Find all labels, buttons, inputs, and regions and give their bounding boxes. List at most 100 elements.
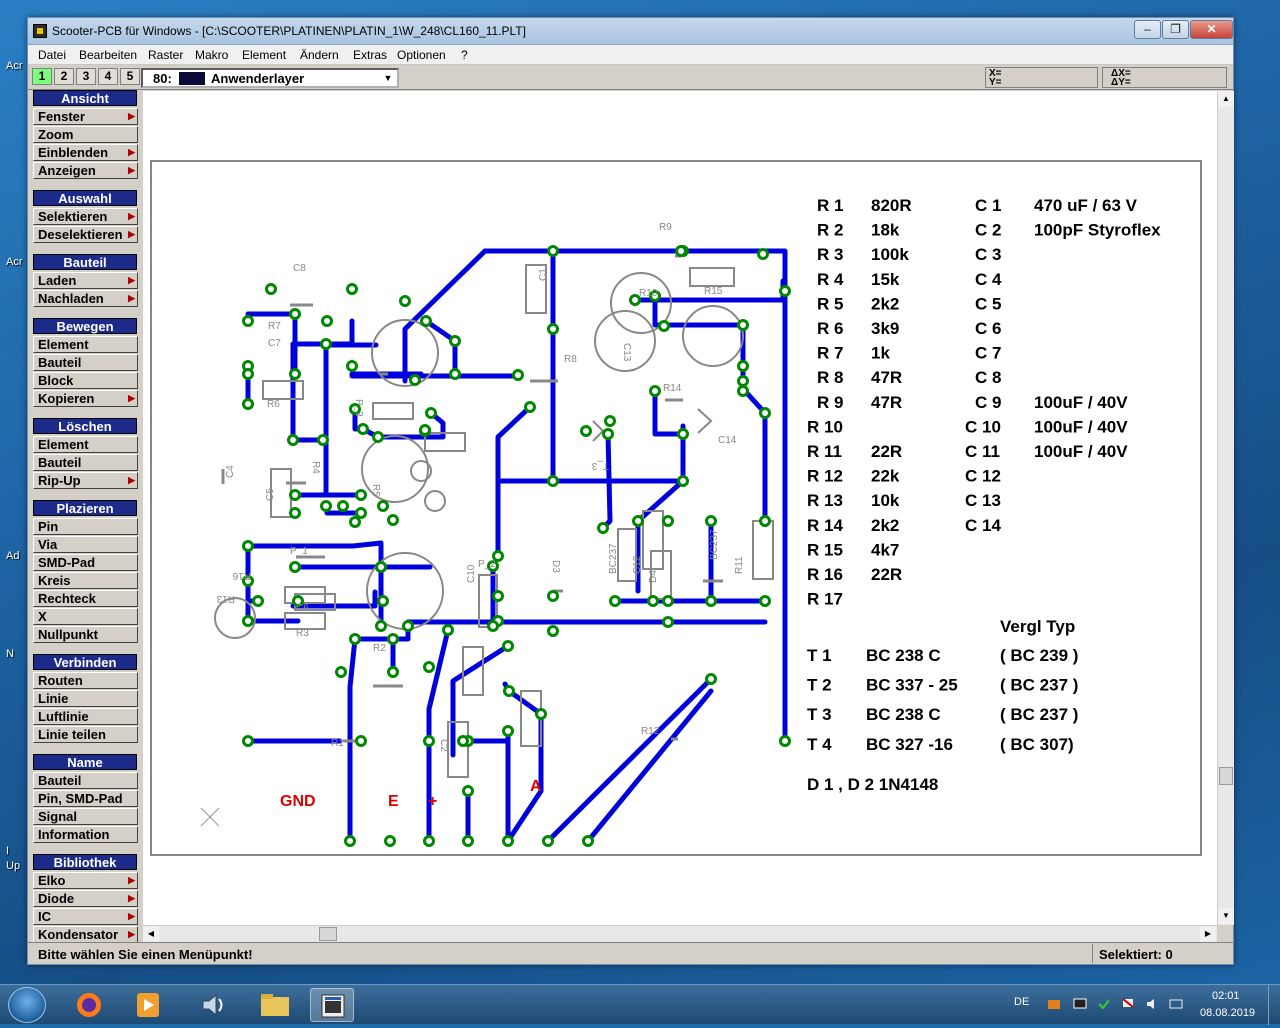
menu-item-3[interactable]: Makro (195, 48, 229, 62)
scroll-up-arrow[interactable]: ▲ (1218, 91, 1234, 107)
menu-item-8[interactable]: ? (461, 48, 468, 62)
title-bar[interactable]: Scooter-PCB für Windows - [C:\SCOOTER\PL… (28, 18, 1233, 45)
sidebar-button-element[interactable]: Element (33, 436, 138, 453)
clock-time[interactable]: 02:01 (1212, 990, 1240, 1002)
tray-volume-icon[interactable] (1145, 997, 1159, 1011)
resistor-designator: R 16 (807, 565, 843, 584)
clock-date[interactable]: 08.08.2019 (1200, 1007, 1256, 1019)
sidebar-button-block[interactable]: Block (33, 372, 138, 389)
start-button[interactable] (8, 987, 46, 1023)
layer-tab-5[interactable]: 5 (120, 68, 140, 85)
resistor-designator: R 9 (817, 393, 843, 412)
desktop-icon-label[interactable]: Acr (6, 60, 23, 72)
minimize-button[interactable]: – (1134, 20, 1161, 39)
silkscreen-outline (447, 721, 469, 778)
scooter-pcb-taskbar-button[interactable] (310, 988, 354, 1022)
menu-item-1[interactable]: Bearbeiten (79, 48, 138, 62)
sidebar-button-element[interactable]: Element (33, 336, 138, 353)
tray-flag-icon[interactable] (1121, 997, 1135, 1011)
scroll-left-arrow[interactable]: ◀ (143, 926, 159, 942)
sidebar-button-laden[interactable]: Laden▶ (33, 272, 138, 289)
sidebar-button-deselektieren[interactable]: Deselektieren▶ (33, 226, 138, 243)
sidebar-button-signal[interactable]: Signal (33, 808, 138, 825)
sound-recorder-icon[interactable] (191, 988, 235, 1022)
layer-tab-4[interactable]: 4 (98, 68, 118, 85)
sidebar-button-rechteck[interactable]: Rechteck (33, 590, 138, 607)
sidebar-button-luftlinie[interactable]: Luftlinie (33, 708, 138, 725)
desktop-icon-label[interactable]: Ad (6, 550, 20, 562)
sidebar-button-bauteil[interactable]: Bauteil (33, 354, 138, 371)
tray-display-icon[interactable] (1073, 997, 1087, 1011)
desktop-icon-label[interactable]: Acr (6, 256, 23, 268)
sidebar-button-elko[interactable]: Elko▶ (33, 872, 138, 889)
sidebar-button-selektieren[interactable]: Selektieren▶ (33, 208, 138, 225)
sidebar-button-pin[interactable]: Pin (33, 518, 138, 535)
menu-item-6[interactable]: Extras (353, 48, 388, 62)
layer-tab-3[interactable]: 3 (76, 68, 96, 85)
component-label: C14 (718, 435, 737, 446)
vertical-scroll-thumb[interactable] (1219, 767, 1233, 785)
sidebar-button-pin-smd-pad[interactable]: Pin, SMD-Pad (33, 790, 138, 807)
tray-check-icon[interactable] (1097, 997, 1111, 1011)
sidebar-button-linie[interactable]: Linie (33, 690, 138, 707)
menu-item-0[interactable]: Datei (38, 48, 67, 62)
sidebar-button-rip-up[interactable]: Rip-Up▶ (33, 472, 138, 489)
sidebar-button-nachladen[interactable]: Nachladen▶ (33, 290, 138, 307)
sidebar-button-bauteil[interactable]: Bauteil (33, 454, 138, 471)
sidebar-button-nullpunkt[interactable]: Nullpunkt (33, 626, 138, 643)
sidebar-button-fenster[interactable]: Fenster▶ (33, 108, 138, 125)
sidebar-button-kopieren[interactable]: Kopieren▶ (33, 390, 138, 407)
capacitor-designator: C 2 (975, 221, 1001, 240)
sidebar-button-information[interactable]: Information (33, 826, 138, 843)
close-button[interactable]: ✕ (1190, 20, 1233, 39)
menu-item-7[interactable]: Optionen (397, 48, 446, 62)
app-icon[interactable] (33, 24, 47, 38)
firefox-icon[interactable] (67, 988, 111, 1022)
sidebar-button-bauteil[interactable]: Bauteil (33, 772, 138, 789)
horizontal-scroll-thumb[interactable] (319, 927, 337, 941)
vertical-scrollbar[interactable]: ▲ ▼ (1217, 91, 1234, 925)
sidebar-button-kondensator[interactable]: Kondensator▶ (33, 926, 138, 943)
menu-item-4[interactable]: Element (242, 48, 287, 62)
explorer-icon[interactable] (253, 988, 297, 1022)
media-player-icon[interactable] (126, 988, 170, 1022)
pcb-pad (387, 633, 399, 645)
tray-screen-icon[interactable] (1169, 997, 1183, 1011)
layer-tab-2[interactable]: 2 (54, 68, 74, 85)
menu-item-2[interactable]: Raster (148, 48, 184, 62)
sidebar-button-zoom[interactable]: Zoom (33, 126, 138, 143)
tray-network-icon[interactable] (1047, 997, 1061, 1011)
horizontal-scrollbar[interactable]: ◀ ▶ (143, 925, 1217, 942)
scroll-down-arrow[interactable]: ▼ (1218, 908, 1234, 924)
pcb-pad (242, 575, 254, 587)
sidebar-button-anzeigen[interactable]: Anzeigen▶ (33, 162, 138, 179)
capacitor-designator: C 11 (965, 442, 1000, 461)
desktop-icon-label[interactable]: N (6, 648, 14, 660)
sidebar-button-smd-pad[interactable]: SMD-Pad (33, 554, 138, 571)
show-desktop-button[interactable] (1268, 985, 1280, 1025)
layer-tab-1[interactable]: 1 (32, 68, 52, 85)
resistor-value: 47R (871, 368, 902, 387)
sidebar-button-ic[interactable]: IC▶ (33, 908, 138, 925)
language-indicator[interactable]: DE (1014, 996, 1030, 1008)
sidebar-button-label: Element (38, 337, 89, 352)
capacitor-designator: C 14 (965, 516, 1001, 535)
dropdown-arrow-icon[interactable]: ▼ (383, 73, 393, 83)
menu-item-5[interactable]: Ändern (300, 48, 339, 62)
sidebar-button-x[interactable]: X (33, 608, 138, 625)
sidebar-button-einblenden[interactable]: Einblenden▶ (33, 144, 138, 161)
resistor-designator: R 7 (817, 344, 843, 363)
restore-button[interactable]: ❐ (1162, 20, 1189, 39)
sidebar-button-via[interactable]: Via (33, 536, 138, 553)
sidebar-button-kreis[interactable]: Kreis (33, 572, 138, 589)
desktop-icon-label[interactable]: Up (6, 860, 21, 872)
desktop-icon-label[interactable]: I (6, 845, 10, 857)
scroll-right-arrow[interactable]: ▶ (1200, 926, 1216, 942)
layer-dropdown[interactable]: 80:Anwenderlayer▼ (141, 68, 399, 88)
component-label: C11 (143, 91, 161, 94)
sidebar-button-diode[interactable]: Diode▶ (33, 890, 138, 907)
sidebar-button-linie-teilen[interactable]: Linie teilen (33, 726, 138, 743)
sidebar-button-routen[interactable]: Routen (33, 672, 138, 689)
